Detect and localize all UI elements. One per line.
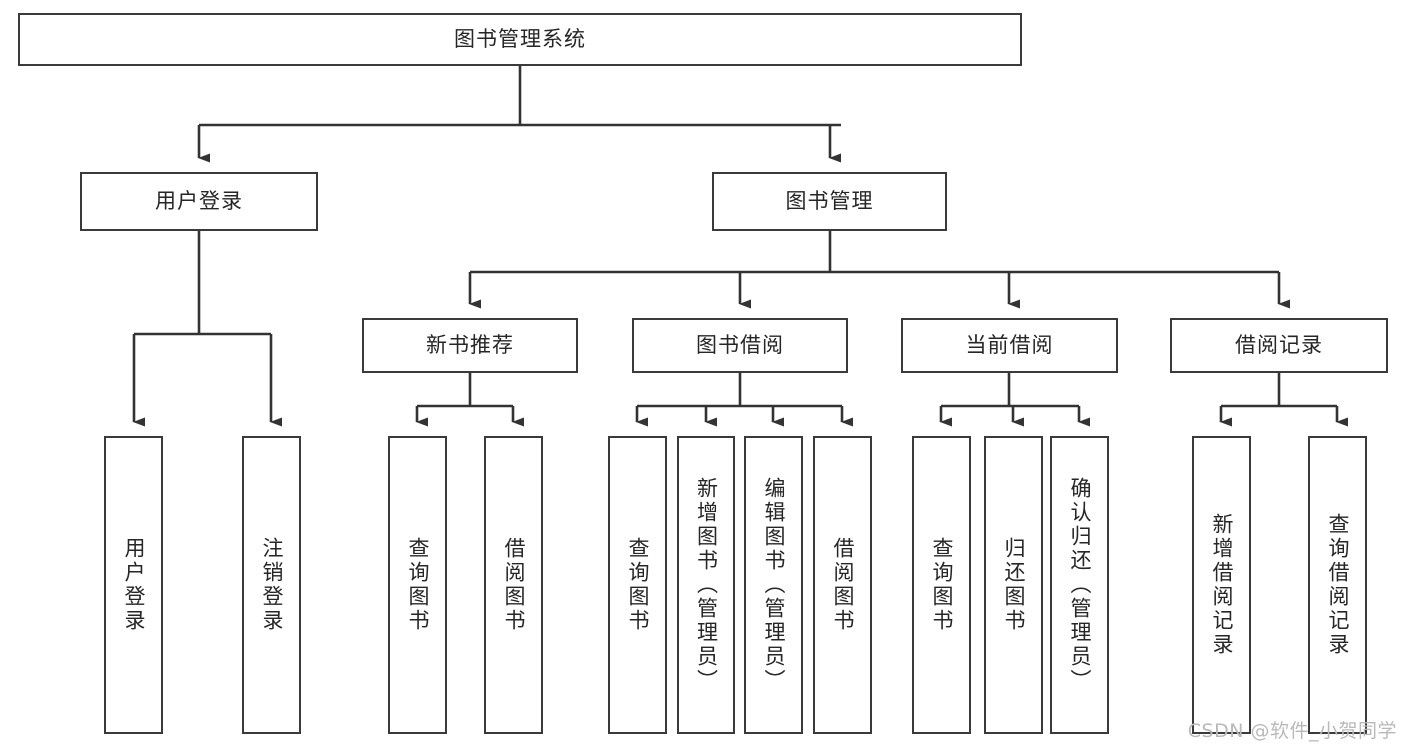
- node-label: 借阅图书: [831, 537, 855, 633]
- node-user-login[interactable]: 用户登录: [80, 172, 318, 231]
- node-label: 编辑图书（管理员）: [762, 477, 786, 693]
- node-leaf-query-borrow-record[interactable]: 查询借阅记录: [1308, 436, 1367, 734]
- book-management-to-level3-edges: [468, 231, 1290, 309]
- node-leaf-edit-book-admin[interactable]: 编辑图书（管理员）: [744, 436, 803, 734]
- node-label: 借阅记录: [1235, 333, 1323, 358]
- node-leaf-query-book-recommend[interactable]: 查询图书: [388, 436, 447, 734]
- node-leaf-user-login[interactable]: 用户登录: [104, 436, 163, 734]
- new-book-recommend-to-leaves-edges: [415, 373, 524, 427]
- node-borrowing-records[interactable]: 借阅记录: [1170, 318, 1388, 373]
- borrow-record-to-leaves-edges: [1219, 373, 1348, 427]
- node-label: 注销登录: [260, 537, 284, 633]
- node-label: 用户登录: [155, 189, 243, 214]
- node-current-borrowing[interactable]: 当前借阅: [901, 318, 1118, 373]
- node-label: 新书推荐: [426, 333, 514, 358]
- node-label: 查询图书: [930, 537, 954, 633]
- node-book-borrowing[interactable]: 图书借阅: [632, 318, 848, 373]
- root-to-level2-edges: [197, 66, 841, 163]
- node-label: 新增借阅记录: [1210, 513, 1234, 657]
- book-borrow-to-leaves-edges: [635, 373, 853, 427]
- node-label: 图书管理系统: [454, 27, 586, 52]
- node-label: 查询借阅记录: [1326, 513, 1350, 657]
- node-label: 查询图书: [626, 537, 650, 633]
- node-leaf-add-borrow-record[interactable]: 新增借阅记录: [1192, 436, 1251, 734]
- user-login-to-leaves-edges: [132, 231, 282, 427]
- node-label: 图书管理: [785, 189, 874, 214]
- node-label: 新增图书（管理员）: [694, 477, 719, 693]
- node-label: 图书借阅: [696, 333, 784, 358]
- node-leaf-add-book-admin[interactable]: 新增图书（管理员）: [677, 436, 735, 734]
- node-leaf-query-book-borrow[interactable]: 查询图书: [608, 436, 667, 734]
- node-label: 查询图书: [406, 537, 430, 633]
- node-label: 当前借阅: [965, 333, 1054, 358]
- csdn-watermark: CSDN @软件_小贺同学: [1187, 720, 1397, 742]
- node-leaf-borrow-book-recommend[interactable]: 借阅图书: [484, 436, 543, 734]
- current-borrow-to-leaves-edges: [939, 373, 1090, 427]
- node-book-management[interactable]: 图书管理: [712, 172, 947, 231]
- node-leaf-borrow-book[interactable]: 借阅图书: [813, 436, 872, 734]
- node-leaf-logout[interactable]: 注销登录: [242, 436, 301, 734]
- node-label: 借阅图书: [502, 537, 526, 633]
- node-label: 用户登录: [122, 537, 146, 633]
- node-label: 确认归还（管理员）: [1068, 477, 1092, 693]
- node-leaf-query-book-current[interactable]: 查询图书: [912, 436, 971, 734]
- node-label: 归还图书: [1002, 537, 1026, 633]
- node-new-book-recommendation[interactable]: 新书推荐: [362, 318, 578, 373]
- node-leaf-return-book[interactable]: 归还图书: [984, 436, 1043, 734]
- node-root-book-management-system[interactable]: 图书管理系统: [18, 13, 1022, 66]
- node-leaf-confirm-return-admin[interactable]: 确认归还（管理员）: [1050, 436, 1109, 734]
